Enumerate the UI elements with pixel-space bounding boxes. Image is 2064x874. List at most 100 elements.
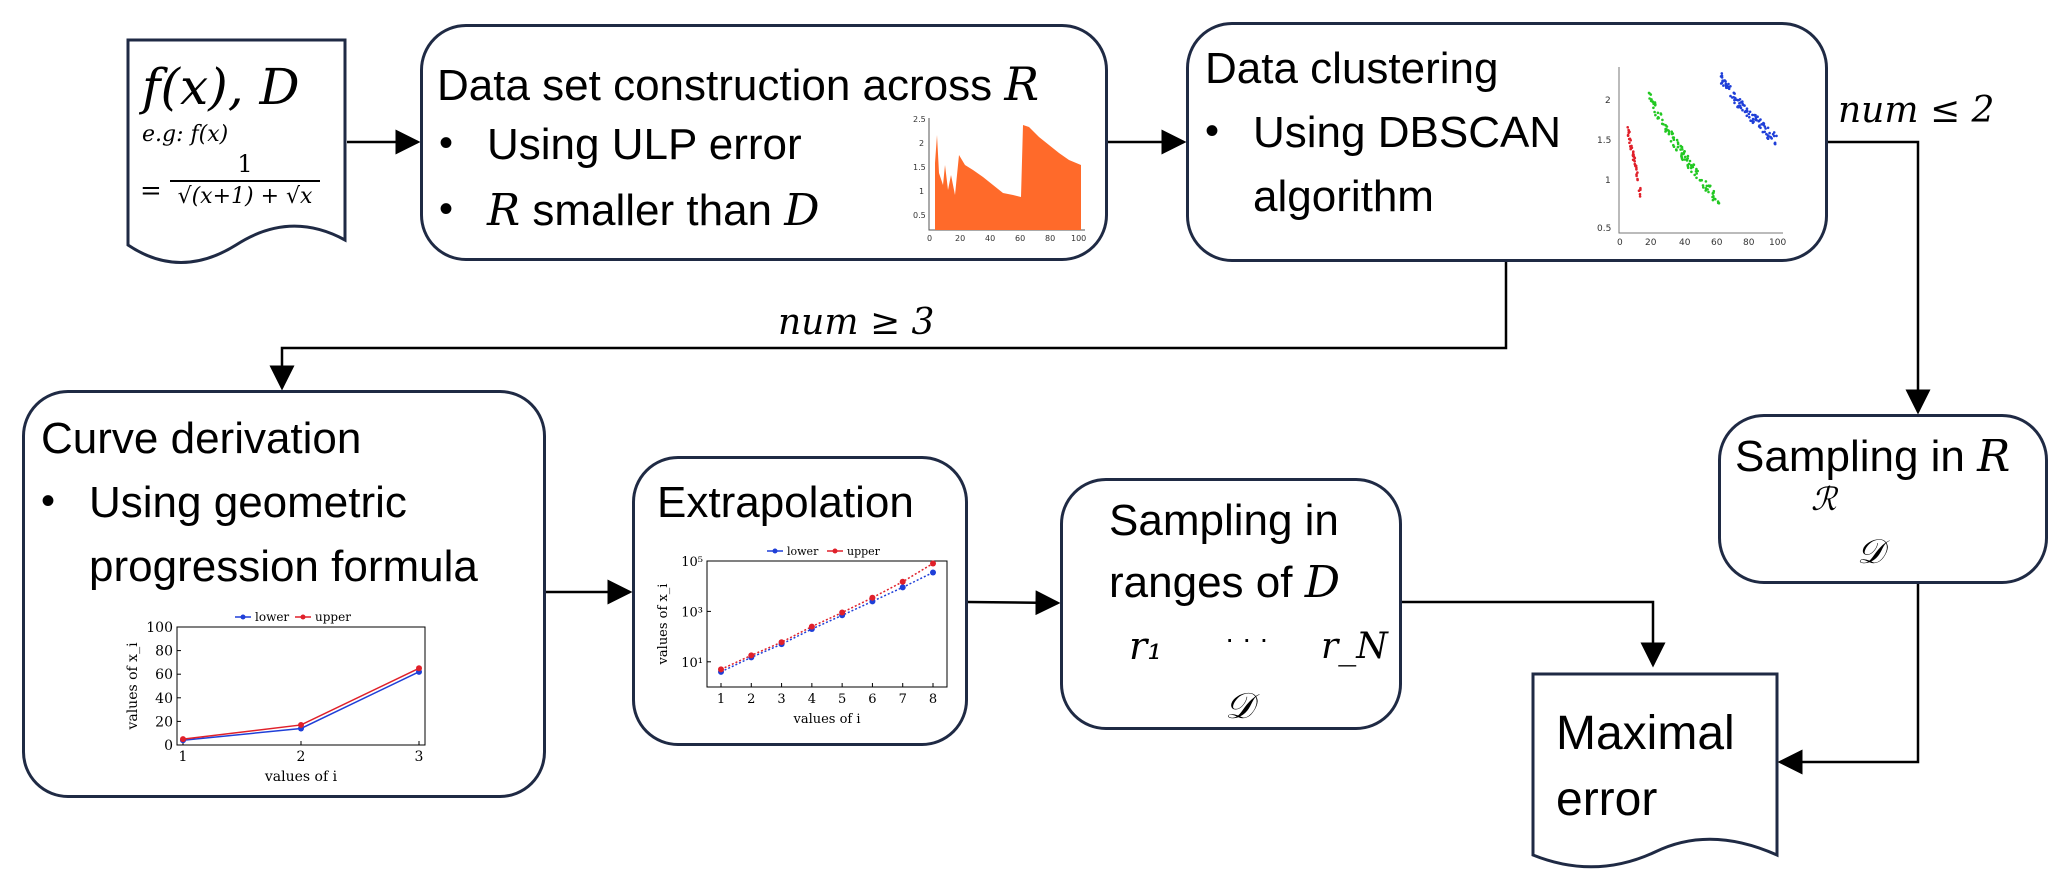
data-point-upper — [718, 666, 724, 673]
y-tick-label: 10³ — [681, 605, 703, 620]
arrow-clustering-to-curve — [269, 262, 1508, 391]
cluster-point — [1709, 184, 1712, 188]
cluster-point — [1670, 132, 1674, 136]
input-fraction-numerator: 1 — [170, 150, 320, 182]
cluster-point — [1695, 172, 1698, 175]
cluster-xtick-2: 20 — [1645, 238, 1657, 245]
arrow-sampling-d-to-maximal — [1400, 600, 1666, 668]
cluster-point — [1630, 144, 1633, 148]
ulp-ytick-4: 2 — [919, 139, 924, 148]
dataset-bullet2-text: smaller than — [520, 186, 785, 235]
y-tick-label: 40 — [155, 691, 173, 707]
sampling-ranges-d-box: Sampling in ranges of D r₁ · · · r_N 𝒟 — [1060, 478, 1402, 730]
cluster-point — [1743, 110, 1747, 114]
series-line-lower — [720, 571, 934, 673]
ulp-xtick-1: 0 — [927, 234, 932, 243]
x-tick-label: 3 — [777, 692, 785, 707]
data-point-lower — [930, 569, 936, 576]
legend-label-lower: lower — [255, 610, 289, 624]
sampling-r-title: Sampling in R — [1735, 435, 2010, 479]
x-tick-label: 5 — [838, 692, 846, 707]
cluster-point — [1667, 129, 1671, 133]
input-document-shape — [126, 38, 347, 264]
x-axis-label: values of i — [264, 769, 338, 783]
cluster-point — [1702, 186, 1705, 189]
cluster-point — [1766, 136, 1769, 140]
ulp-xtick-4: 60 — [1015, 234, 1025, 243]
cluster-point — [1696, 169, 1699, 173]
cluster-point — [1650, 98, 1653, 101]
cluster-point — [1722, 84, 1725, 87]
cluster-point — [1720, 74, 1724, 78]
cluster-point — [1768, 131, 1771, 135]
cluster-point — [1751, 119, 1754, 123]
clustering-bullet-marker: • — [1205, 109, 1220, 153]
cluster-point — [1762, 123, 1765, 127]
range-r1-label: r₁ — [1129, 624, 1163, 668]
cluster-point — [1683, 158, 1687, 161]
data-point-lower — [899, 584, 906, 591]
cluster-point — [1764, 127, 1767, 130]
legend-label-upper: upper — [847, 545, 881, 558]
cluster-point — [1635, 168, 1638, 171]
cluster-point — [1633, 156, 1637, 160]
cluster-point — [1745, 107, 1749, 110]
condition-num-le-2: num ≤ 2 — [1838, 90, 1995, 131]
cluster-point — [1706, 188, 1709, 191]
cluster-point — [1680, 152, 1684, 155]
cluster-point — [1637, 189, 1641, 192]
cluster-point — [1711, 198, 1715, 202]
data-point-upper — [869, 594, 876, 601]
data-point-upper — [180, 736, 186, 743]
cluster-point — [1745, 114, 1749, 118]
y-tick-label: 20 — [155, 714, 173, 730]
cluster-point — [1628, 141, 1631, 145]
cluster-point — [1631, 158, 1635, 162]
range-r-label: ℛ — [1811, 480, 1837, 518]
cluster-point — [1652, 106, 1655, 110]
cluster-point — [1775, 134, 1778, 138]
cluster-point — [1681, 158, 1684, 162]
cluster-point — [1733, 98, 1736, 102]
y-tick-label: 0 — [164, 738, 173, 754]
cluster-point — [1721, 80, 1724, 83]
sampling-d-title-line-1: Sampling in — [1109, 496, 1339, 545]
cluster-point — [1747, 112, 1751, 116]
cluster-point — [1772, 134, 1776, 138]
y-tick-label: 80 — [155, 644, 173, 660]
x-tick-label: 1 — [179, 749, 188, 765]
curve-box-title: Curve derivation — [41, 414, 362, 463]
cluster-point — [1638, 195, 1642, 198]
cluster-point — [1667, 132, 1671, 136]
arrow-extrapolation-to-sampling-d — [967, 590, 1061, 616]
cluster-point — [1634, 164, 1637, 168]
cluster-point — [1716, 201, 1720, 205]
cluster-point — [1665, 125, 1669, 128]
x-tick-label: 2 — [747, 692, 755, 707]
cluster-point — [1627, 129, 1631, 133]
plot-frame — [706, 560, 948, 688]
cluster-point — [1665, 128, 1668, 131]
series-line-upper — [720, 562, 934, 671]
cluster-point — [1758, 124, 1761, 127]
cluster-point — [1651, 100, 1654, 103]
cluster-point — [1720, 72, 1724, 75]
sampling-r-box: Sampling in R ℛ 𝒟 — [1718, 414, 2048, 584]
cluster-point — [1748, 110, 1752, 114]
cluster-point — [1704, 180, 1708, 183]
cluster-point — [1727, 82, 1730, 86]
data-point-upper — [930, 560, 936, 567]
maximal-error-line-2: error — [1556, 773, 1658, 826]
ulp-ytick-3: 1.5 — [913, 163, 926, 172]
curve-bullet-line-2: progression formula — [89, 542, 478, 591]
cluster-point — [1632, 150, 1635, 153]
dataset-title-text: Data set construction across — [437, 61, 1005, 110]
cluster-point — [1741, 108, 1744, 112]
cluster-point — [1712, 194, 1715, 198]
ulp-xtick-5: 80 — [1045, 234, 1055, 243]
cluster-point — [1753, 114, 1757, 117]
x-tick-label: 2 — [297, 749, 306, 765]
y-tick-label: 10⁵ — [681, 555, 703, 570]
y-axis-label: values of x_i — [657, 584, 671, 666]
